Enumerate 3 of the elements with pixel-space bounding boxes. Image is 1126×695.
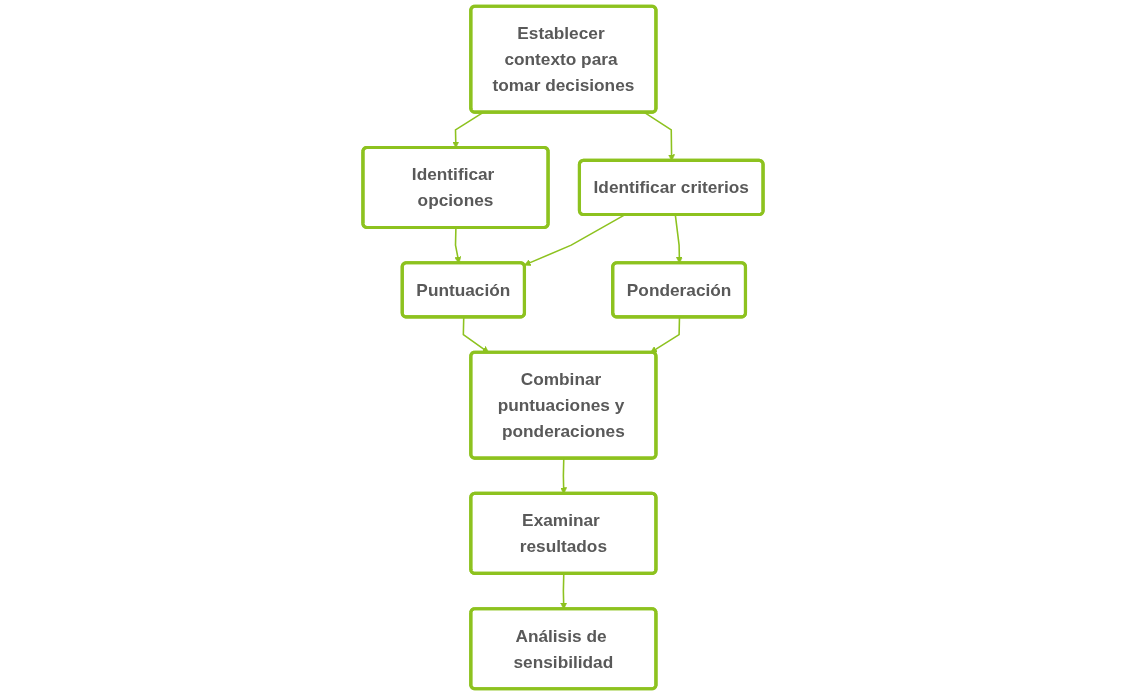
arrow <box>524 214 626 266</box>
arrow <box>462 316 490 353</box>
arrow <box>650 316 681 353</box>
